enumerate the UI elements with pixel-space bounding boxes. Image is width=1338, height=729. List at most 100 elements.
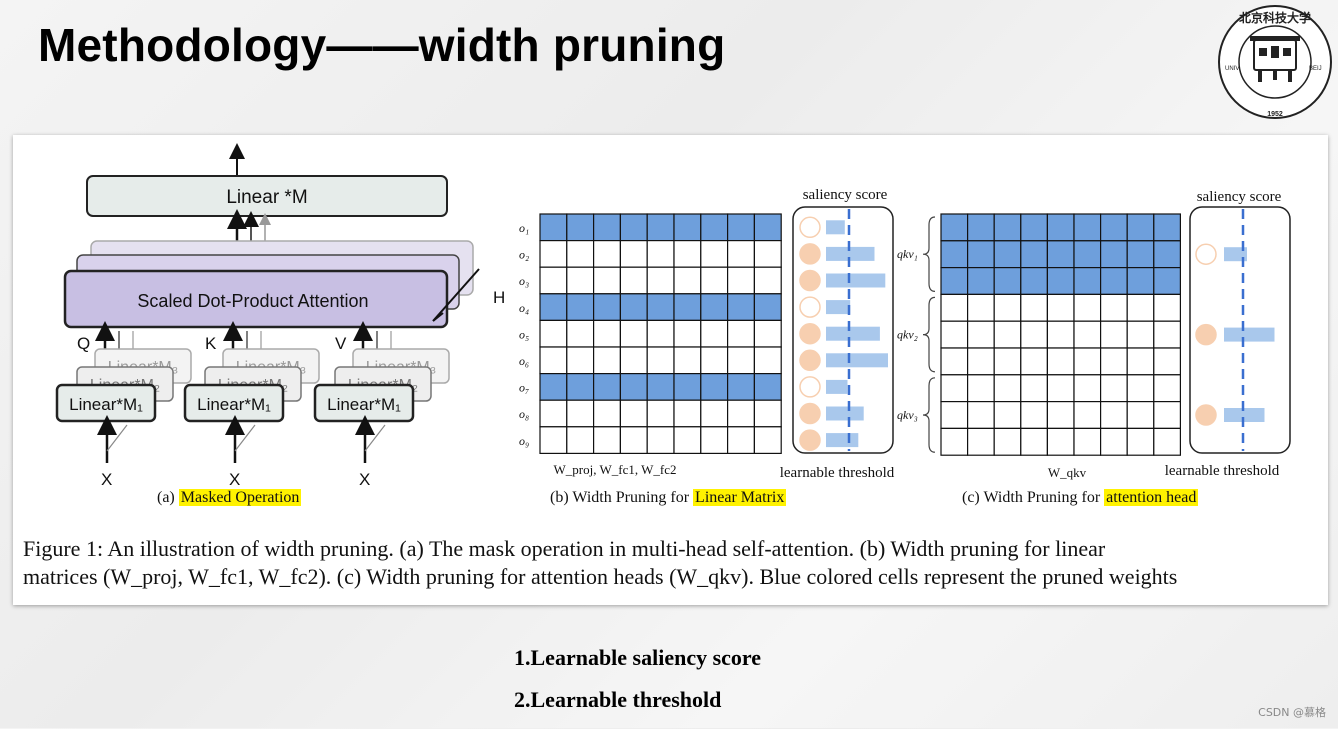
panel-c-cell	[1073, 320, 1102, 349]
panel-c-cell	[1020, 347, 1048, 376]
watermark: CSDN @慕格	[1258, 706, 1326, 719]
panel-c-cell	[1153, 320, 1182, 349]
panel-c-cell	[1073, 401, 1102, 430]
panel-c-cell	[1153, 347, 1182, 376]
panel-c-cell	[1153, 374, 1182, 403]
panel-b-cell	[619, 266, 648, 295]
panel-c-cell	[1046, 267, 1075, 296]
panel-b-matrix-label: W_proj, W_fc1, W_fc2	[554, 462, 677, 477]
panel-b-cell	[566, 426, 595, 454]
panel-b-cell	[673, 213, 702, 242]
panel-b-row-label: o₅	[519, 327, 529, 341]
attention-label: Scaled Dot-Product Attention	[137, 291, 368, 311]
panel-c-cell	[993, 401, 1022, 430]
panel-c-cell	[1020, 240, 1048, 269]
panel-b-cell	[566, 346, 595, 375]
panel-c-cell	[1153, 267, 1182, 296]
panel-c-group-label: qkv₂	[897, 328, 918, 342]
panel-b-cell	[753, 426, 782, 454]
panel-b-saliency-bar	[826, 273, 886, 288]
panel-b-cell	[539, 213, 568, 242]
bullet-item-1: 1.Learnable saliency score	[514, 645, 762, 670]
panel-c-cell	[993, 427, 1022, 456]
panel-c-cell	[1073, 347, 1102, 376]
panel-c-cell	[993, 347, 1022, 376]
panel-b-saliency-dot	[799, 322, 821, 345]
linear-front-label: Linear*M₁	[327, 395, 401, 414]
panel-b-cell	[592, 399, 621, 428]
panel-b-cell	[592, 293, 621, 322]
panel-c-cell	[1020, 320, 1048, 349]
panel-c-cell	[1046, 293, 1075, 322]
panel-b-cell	[592, 346, 621, 375]
panel-b-cell	[646, 346, 675, 375]
panel-b-cell	[646, 373, 675, 401]
panel-c-cell	[1020, 293, 1048, 322]
panel-b-cell	[673, 266, 702, 295]
panel-c-cell	[1126, 240, 1155, 269]
panel-c-cell	[940, 320, 969, 349]
panel-b-row-label: o₂	[519, 248, 529, 262]
panel-c-cell	[1020, 213, 1048, 242]
caption-b-prefix: (b) Width Pruning for	[550, 489, 694, 506]
panel-c-matrix-label: W_qkv	[1048, 465, 1087, 480]
panel-c-cell	[940, 240, 969, 269]
panel-b-saliency-dot	[799, 429, 821, 451]
panel-c-cell	[1126, 347, 1155, 376]
panel-b-cell	[726, 426, 755, 454]
panel-b-saliency-bar	[826, 406, 864, 421]
panel-c-threshold-label: learnable threshold	[1165, 463, 1280, 479]
panel-b-cell	[726, 213, 755, 242]
panel-b-cell	[619, 213, 648, 242]
panel-c-cell	[1126, 293, 1155, 322]
panel-b-cell	[619, 399, 648, 428]
panel-c-cell	[1046, 374, 1075, 403]
panel-c-cell	[1073, 293, 1102, 322]
panel-b-cell	[700, 213, 729, 242]
panel-c-cell	[993, 267, 1022, 296]
input-x-label: X	[229, 470, 240, 489]
panel-b-row-label: o₄	[519, 301, 529, 315]
panel-c-group-label: qkv₃	[897, 408, 918, 422]
panel-b-cell	[700, 266, 729, 295]
panel-b-saliency-dot	[799, 376, 821, 398]
panel-b-cell	[539, 319, 568, 348]
panel-c-cell	[966, 320, 995, 349]
panel-c-saliency-title: saliency score	[1197, 189, 1282, 205]
figure-caption: Figure 1: An illustration of width pruni…	[23, 535, 1323, 591]
panel-b-row-label: o₈	[519, 407, 529, 421]
caption-c: (c) Width Pruning for attention head	[962, 489, 1199, 507]
panel-b-cell	[673, 346, 702, 375]
panel-b-cell	[700, 426, 729, 454]
caption-a: (a) Masked Operation	[157, 489, 302, 507]
panel-b-cell	[566, 239, 595, 268]
panel-b-saliency-bar	[826, 433, 859, 448]
panel-b-saliency-dot	[799, 402, 821, 425]
panel-a-multi-head-attention: Linear *M Scaled Dot-Product Attention H…	[55, 143, 505, 489]
input-x-label: X	[359, 470, 370, 489]
panel-c-cell	[1099, 347, 1128, 376]
panel-c-cell	[940, 427, 969, 456]
bullet-list: 1.Learnable saliency score 2.Learnable t…	[514, 645, 761, 729]
panel-c-cell	[1046, 213, 1075, 242]
panel-c-cell	[993, 213, 1022, 242]
panel-b-cell	[753, 266, 782, 295]
panel-b-cell	[753, 213, 782, 242]
panel-c-cell	[1020, 374, 1048, 403]
panel-b-cell	[753, 399, 782, 428]
panel-b-cell	[646, 399, 675, 428]
panel-b-cell	[726, 373, 755, 401]
panel-b-saliency-dot	[799, 269, 821, 292]
panel-c-cell	[1073, 374, 1102, 403]
panel-c-saliency-dot	[1195, 243, 1217, 265]
panel-b-cell	[646, 266, 675, 295]
panel-c-cell	[1020, 267, 1048, 296]
panel-b-cell	[726, 293, 755, 322]
panel-b-threshold-label: learnable threshold	[780, 465, 895, 481]
panel-c-cell	[1020, 427, 1048, 456]
panel-b-cell	[700, 319, 729, 348]
panel-c-cell	[940, 401, 969, 430]
